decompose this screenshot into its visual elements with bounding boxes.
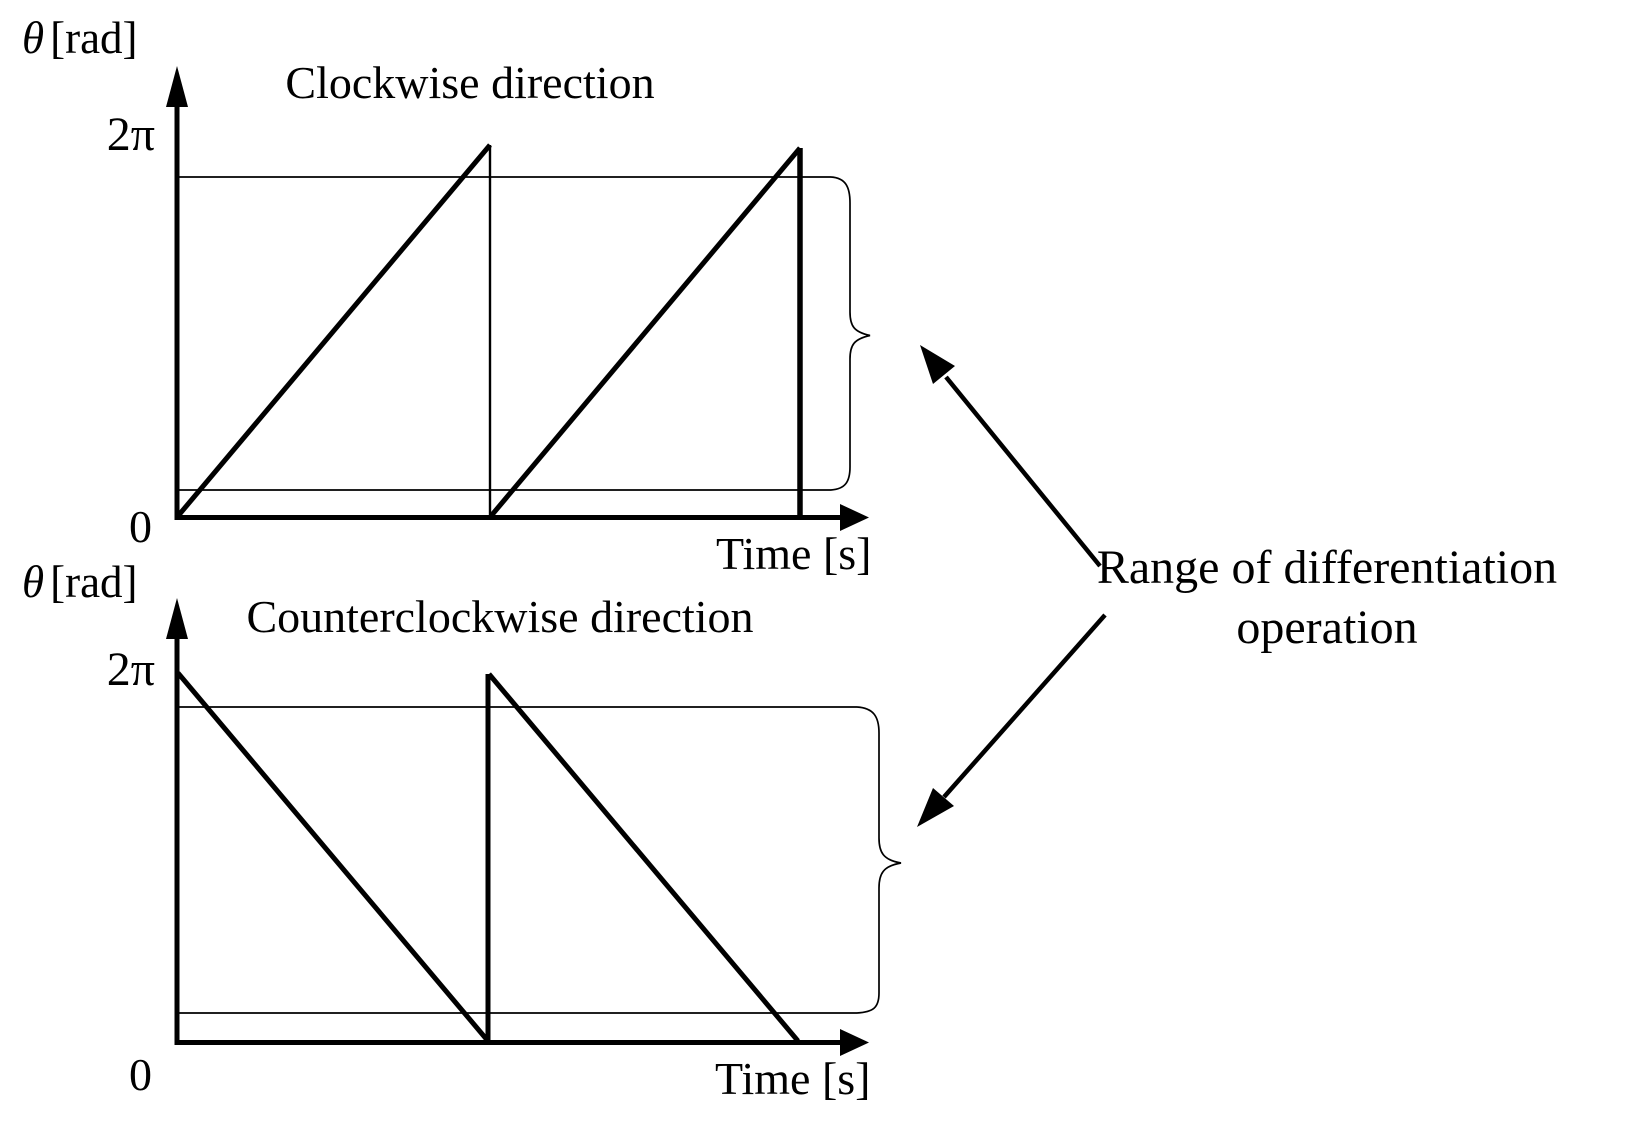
top-tick-2pi: 2π: [106, 108, 155, 161]
theta-symbol: θ: [22, 13, 45, 63]
top-chart-title: Clockwise direction: [285, 57, 655, 108]
range-annotation: Range of differentiation operation: [1088, 538, 1566, 658]
top-chart-sawtooth-series: [176, 143, 803, 518]
bottom-ramp-2: [487, 672, 800, 1043]
top-y-axis-label: θ[rad]: [22, 16, 138, 61]
bottom-x-axis-arrowhead-icon: [840, 1029, 869, 1056]
bottom-ramp-1: [176, 671, 490, 1043]
top-ramp-1: [176, 143, 492, 518]
range-annotation-line1: Range of differentiation: [1096, 541, 1558, 594]
y-axis-unit: [rad]: [50, 557, 138, 607]
annotation-arrow-top-head-icon: [920, 345, 955, 384]
top-x-axis-label: Time [s]: [716, 528, 872, 579]
top-chart-reference-lines: [178, 176, 831, 491]
top-x-axis-arrowhead-icon: [840, 504, 869, 531]
annotation-arrow-to-top-brace: [920, 345, 1102, 568]
bottom-range-brace: [856, 706, 902, 1014]
range-annotation-line2: operation: [1236, 601, 1418, 654]
annotation-arrow-bottom-head-icon: [917, 788, 954, 827]
annotation-arrow-top-shaft: [944, 375, 1102, 568]
bottom-y-axis-arrowhead-icon: [166, 598, 188, 639]
top-y-axis-arrowhead-icon: [166, 66, 188, 107]
bottom-x-axis-label: Time [s]: [715, 1053, 871, 1104]
top-ramp-2: [489, 146, 802, 518]
bottom-chart-sawtooth-series: [176, 671, 800, 1043]
annotation-arrow-to-bottom-brace: [917, 613, 1107, 827]
top-tick-zero: 0: [129, 501, 152, 552]
y-axis-unit: [rad]: [50, 13, 138, 63]
top-range-brace: [830, 176, 871, 491]
theta-symbol: θ: [22, 557, 45, 607]
bottom-chart-axes: [166, 598, 869, 1056]
bottom-tick-zero: 0: [129, 1049, 152, 1100]
top-chart-axes: [166, 66, 869, 531]
bottom-y-axis-label: θ[rad]: [22, 560, 138, 605]
annotation-arrow-bottom-shaft: [942, 613, 1107, 799]
bottom-tick-2pi: 2π: [106, 643, 155, 696]
bottom-chart-reference-lines: [178, 706, 857, 1014]
bottom-chart-title: Counterclockwise direction: [246, 591, 754, 642]
